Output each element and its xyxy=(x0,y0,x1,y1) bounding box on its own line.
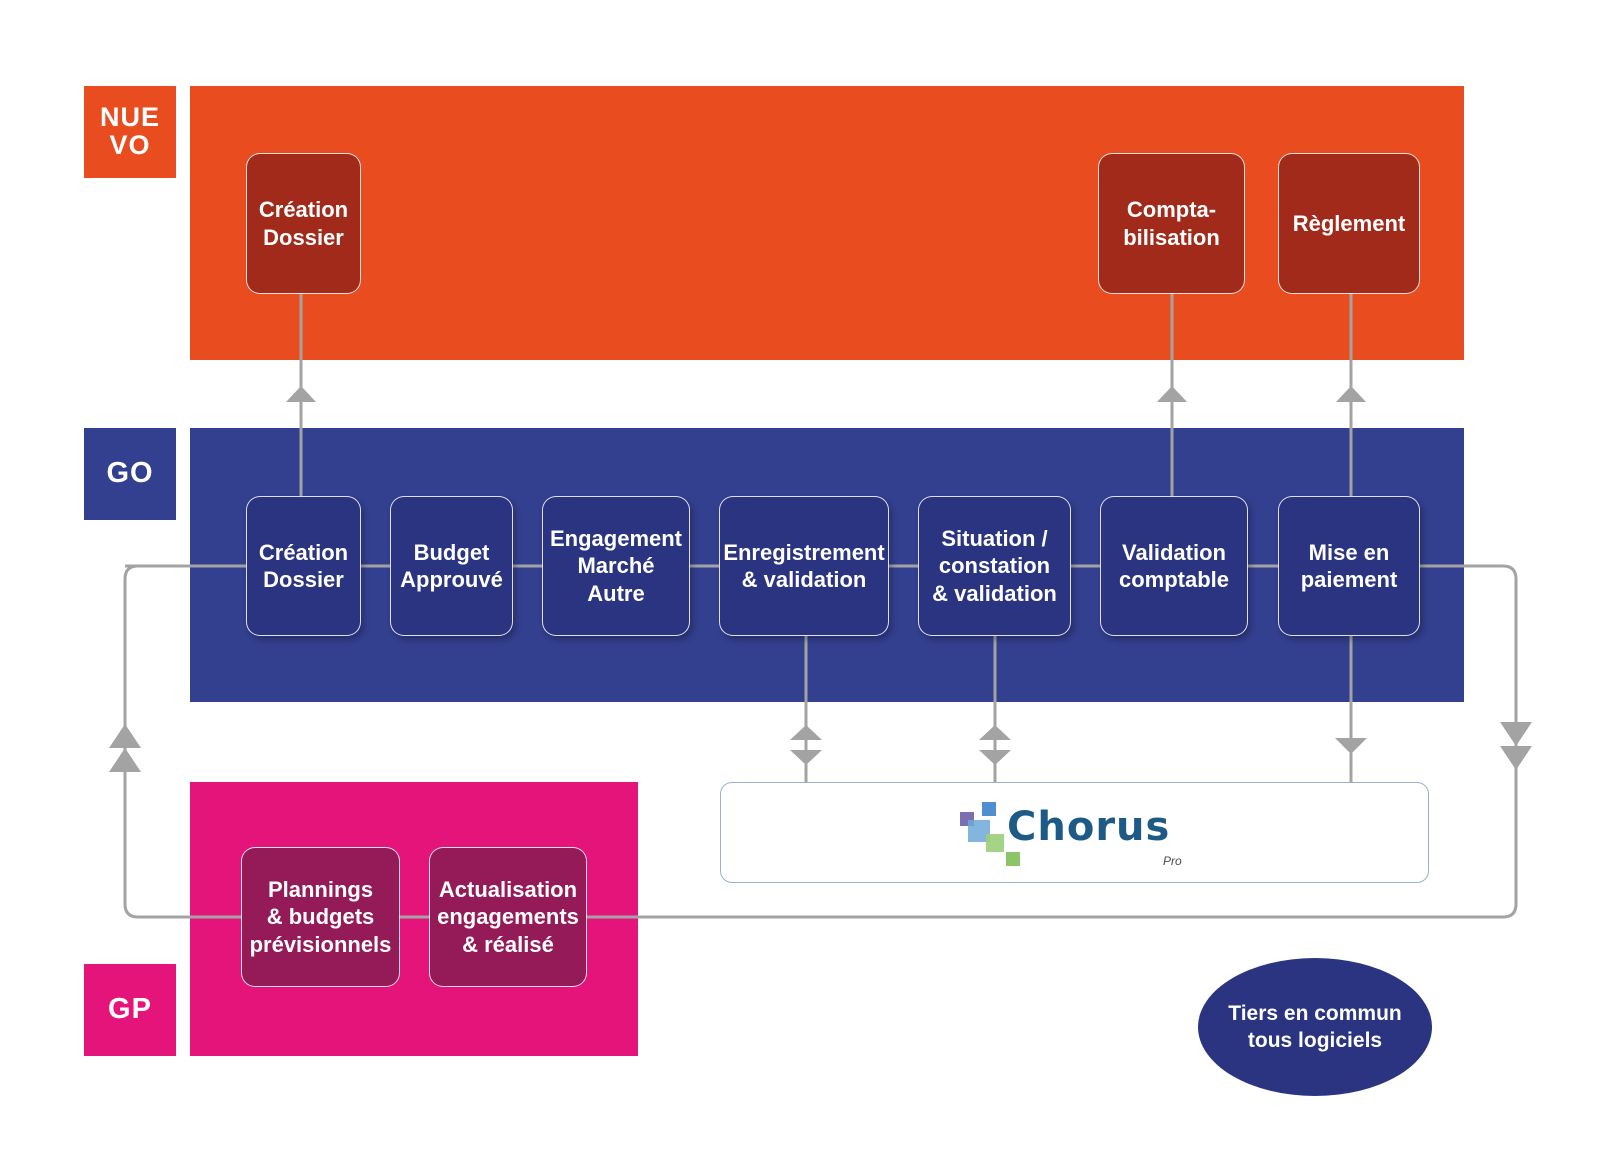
go-tag-notch xyxy=(176,464,190,484)
nuevo-tag: NUE VO xyxy=(84,86,176,178)
gp-tag: GP xyxy=(84,964,176,1056)
go-box-label: Situation / constation & validation xyxy=(932,525,1057,606)
go-box-label: Engagement Marché Autre xyxy=(549,525,683,606)
go-box-label: Budget Approuvé xyxy=(400,539,503,593)
arrow-down-mise-en-paiement xyxy=(1335,738,1367,754)
go-box-label: Mise en paiement xyxy=(1300,539,1398,593)
nuevo-box-creation-dossier: Création Dossier xyxy=(246,153,361,294)
arrow-up-creation xyxy=(286,386,316,402)
go-box-label: Enregistrement & validation xyxy=(723,539,885,593)
go-box-validation-comptable: Validation comptable xyxy=(1100,496,1248,636)
nuevo-box-label: Création Dossier xyxy=(258,197,349,250)
go-tag: GO xyxy=(84,428,176,520)
nuevo-box-reglement: Règlement xyxy=(1278,153,1420,294)
gp-tag-label: GP xyxy=(108,993,152,1026)
arrow-down-enregistrement xyxy=(790,750,822,765)
go-tag-label: GO xyxy=(106,457,154,490)
arrow-down-right-1 xyxy=(1500,722,1532,746)
go-box-creation-dossier: Création Dossier xyxy=(246,496,361,636)
link-left-loop xyxy=(123,564,1518,919)
arrow-up-enregistrement xyxy=(790,725,822,740)
go-box-mise-en-paiement: Mise en paiement xyxy=(1278,496,1420,636)
arrow-up-compta xyxy=(1157,386,1187,402)
gp-tag-notch xyxy=(176,1000,190,1020)
go-box-engagement: Engagement Marché Autre xyxy=(542,496,690,636)
nuevo-box-label: Règlement xyxy=(1292,210,1406,236)
nuevo-tag-notch xyxy=(176,122,190,142)
chorus-squares-icon xyxy=(960,802,1020,866)
go-box-budget-approuve: Budget Approuvé xyxy=(390,496,513,636)
gp-box-label: Actualisation engagements & réalisé xyxy=(437,876,579,957)
tiers-label: Tiers en commun tous logiciels xyxy=(1228,1001,1402,1052)
arrow-up-reglement xyxy=(1336,386,1366,402)
nuevo-tag-label: NUE VO xyxy=(99,102,160,160)
gp-box-plannings: Plannings & budgets prévisionnels xyxy=(241,847,400,987)
nuevo-band xyxy=(190,86,1464,360)
go-box-situation: Situation / constation & validation xyxy=(918,496,1071,636)
nuevo-box-label: Compta- bilisation xyxy=(1123,197,1220,250)
arrow-up-left-1 xyxy=(109,724,141,748)
nuevo-box-comptabilisation: Compta- bilisation xyxy=(1098,153,1245,294)
chorus-logo-text: Chorus xyxy=(1007,804,1171,850)
gp-box-actualisation: Actualisation engagements & réalisé xyxy=(429,847,587,987)
arrow-down-situation xyxy=(979,750,1011,765)
arrow-down-right-2 xyxy=(1500,746,1532,770)
tiers-commun-ellipse: Tiers en commun tous logiciels xyxy=(1198,958,1432,1096)
gp-box-label: Plannings & budgets prévisionnels xyxy=(249,876,392,957)
go-box-label: Création Dossier xyxy=(258,539,349,593)
arrow-up-left-2 xyxy=(109,748,141,772)
go-box-label: Validation comptable xyxy=(1118,539,1230,593)
arrow-up-situation xyxy=(979,725,1011,740)
chorus-pro-panel xyxy=(720,782,1429,883)
chorus-logo-sub: Pro xyxy=(1163,854,1182,868)
go-box-enregistrement: Enregistrement & validation xyxy=(719,496,889,636)
